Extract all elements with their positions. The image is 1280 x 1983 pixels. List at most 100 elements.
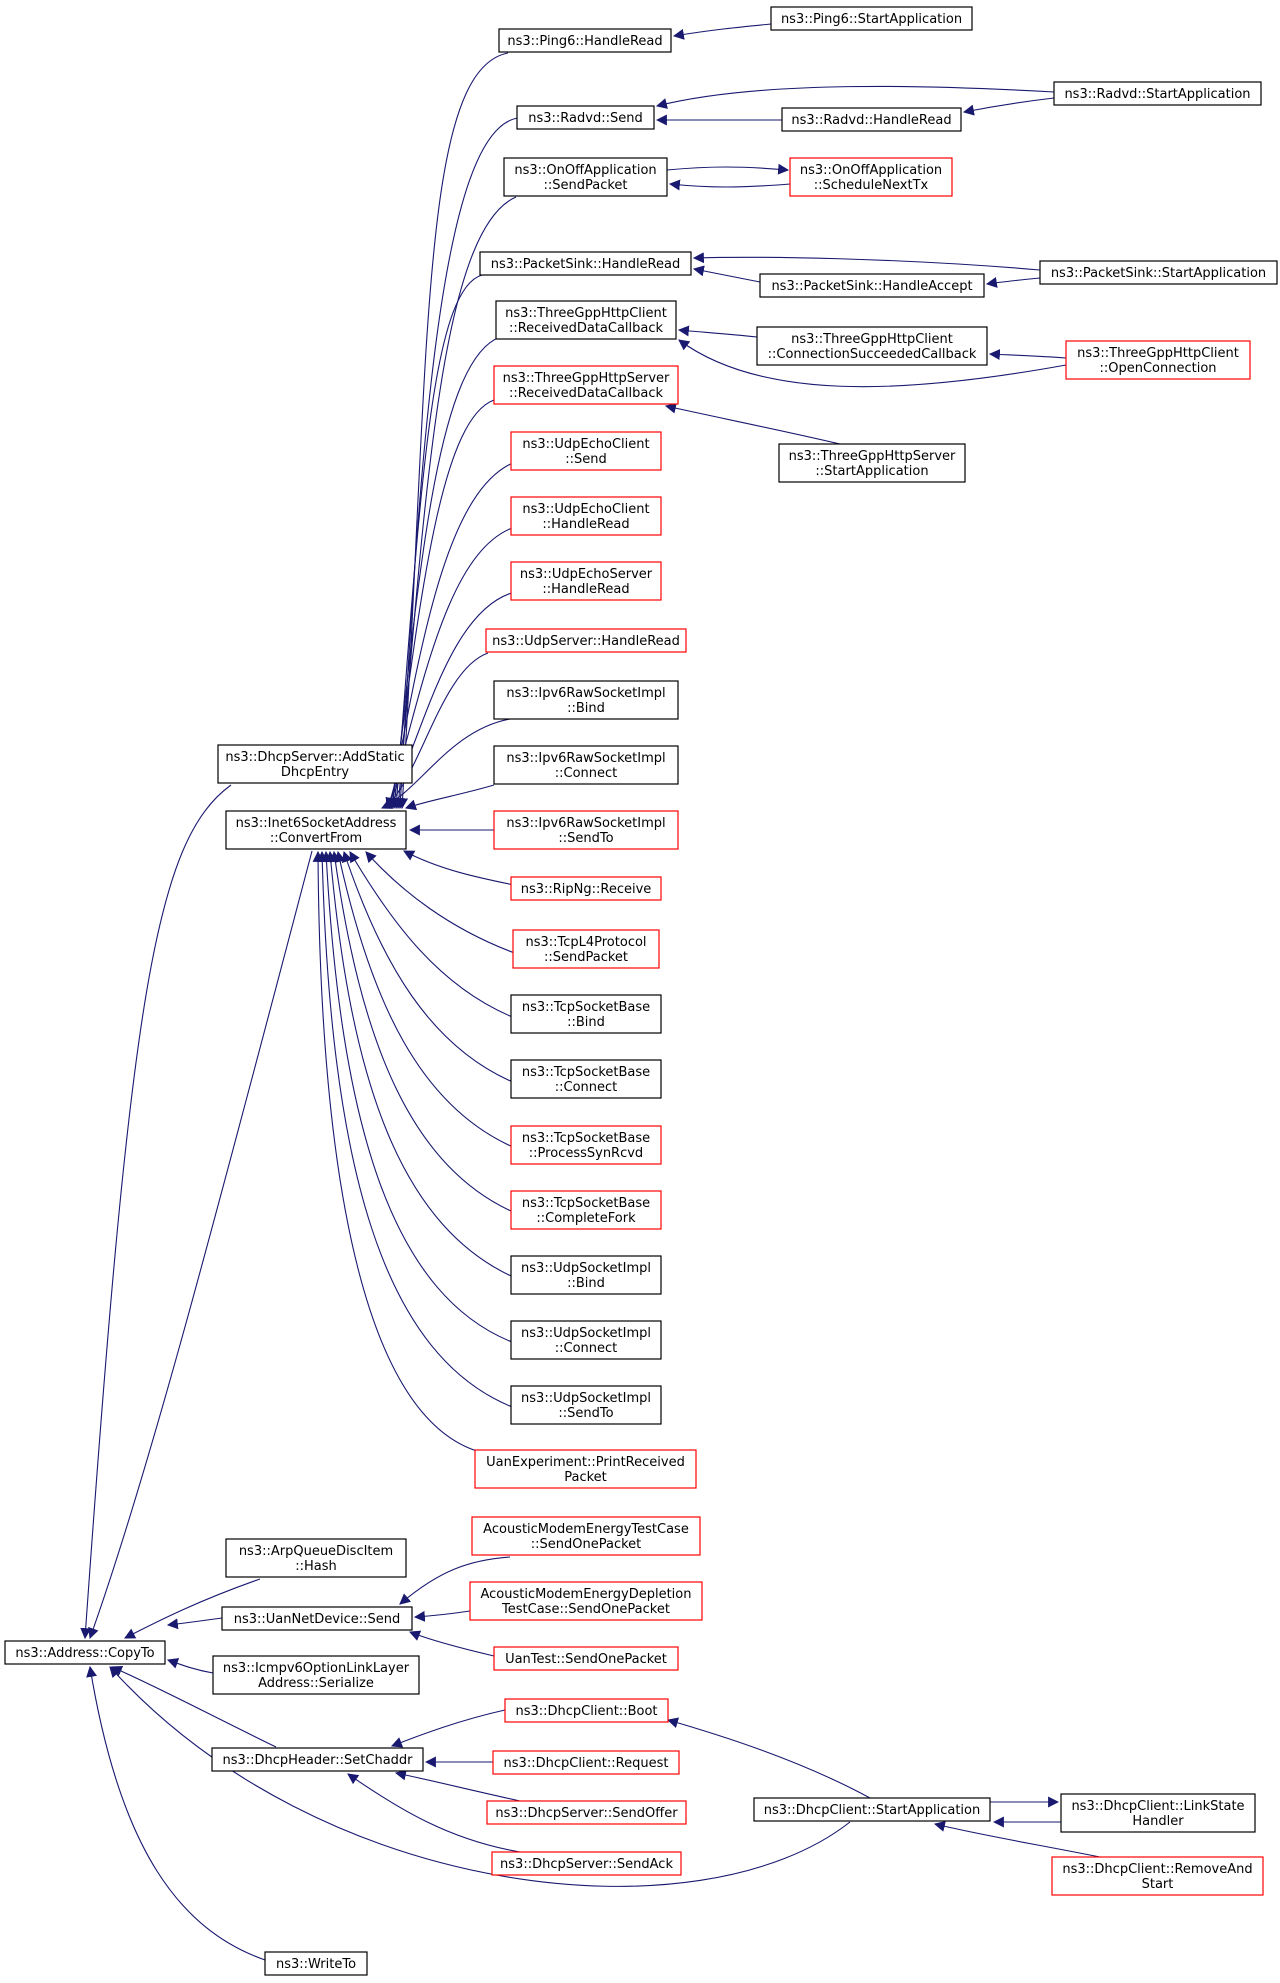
node-label: AcousticModemEnergyDepletion (480, 1587, 691, 1602)
call-edge-httpconnok-to-httpclientrecv (677, 325, 758, 338)
function-node-tcpfork[interactable]: ns3::TcpSocketBase::CompleteFork (510, 1190, 662, 1230)
node-label: ns3::TcpSocketBase (522, 1065, 650, 1080)
node-label: ns3::UdpEchoClient (522, 437, 649, 452)
call-edge-arphash-to-copyto (124, 1578, 261, 1639)
node-label: ::SendPacket (544, 950, 628, 965)
call-edge-tcpl4-to-convertfrom (365, 851, 521, 956)
function-node-setchaddr[interactable]: ns3::DhcpHeader::SetChaddr (211, 1747, 424, 1772)
function-node-httpopen[interactable]: ns3::ThreeGppHttpClient::OpenConnection (1065, 340, 1251, 380)
call-edge-sinkstart-to-sinkread (692, 252, 1041, 271)
function-node-echoclientread[interactable]: ns3::UdpEchoClient::HandleRead (510, 496, 662, 536)
node-label: ns3::UdpSocketImpl (521, 1261, 651, 1276)
node-label: ns3::DhcpClient::RemoveAnd (1062, 1862, 1252, 1877)
function-node-dhcpstart[interactable]: ns3::DhcpClient::StartApplication (753, 1797, 991, 1822)
function-node-ping6read[interactable]: ns3::Ping6::HandleRead (498, 28, 672, 53)
function-node-dhcprequest[interactable]: ns3::DhcpClient::Request (492, 1750, 680, 1775)
node-label: ns3::Ipv6RawSocketImpl (506, 816, 665, 831)
call-edge-radvdstart-to-radvdsend (655, 85, 1055, 109)
function-node-acousticsend[interactable]: AcousticModemEnergyTestCase::SendOnePack… (471, 1516, 701, 1556)
call-edge-ping6start-to-ping6read (672, 23, 772, 40)
function-node-icmpser[interactable]: ns3::Icmpv6OptionLinkLayerAddress::Seria… (212, 1655, 420, 1695)
node-label: ::StartApplication (815, 464, 928, 479)
function-node-tcpbind[interactable]: ns3::TcpSocketBase::Bind (510, 994, 662, 1034)
node-box (493, 365, 679, 405)
function-node-udpbind[interactable]: ns3::UdpSocketImpl::Bind (510, 1255, 662, 1295)
function-node-radvdsend[interactable]: ns3::Radvd::Send (516, 105, 655, 130)
function-node-httpserverstart[interactable]: ns3::ThreeGppHttpServer::StartApplicatio… (778, 443, 966, 483)
function-node-uansend[interactable]: ns3::UanNetDevice::Send (221, 1606, 413, 1631)
function-node-acousticdepl[interactable]: AcousticModemEnergyDepletionTestCase::Se… (469, 1581, 703, 1621)
node-label: ns3::Ipv6RawSocketImpl (506, 686, 665, 701)
node-label: ::CompleteFork (536, 1211, 636, 1226)
function-node-rawbind[interactable]: ns3::Ipv6RawSocketImpl::Bind (493, 680, 679, 720)
function-node-tcpl4[interactable]: ns3::TcpL4Protocol::SendPacket (512, 929, 660, 969)
node-label: ns3::Inet6SocketAddress (236, 816, 397, 831)
node-box (756, 326, 988, 366)
function-node-tcpconnect[interactable]: ns3::TcpSocketBase::Connect (510, 1059, 662, 1099)
node-label: ns3::Ping6::StartApplication (781, 12, 962, 27)
node-label: ns3::UdpEchoServer (520, 567, 653, 582)
node-box (510, 1059, 662, 1099)
function-node-echoclientsend[interactable]: ns3::UdpEchoClient::Send (510, 431, 662, 471)
function-node-onoffsched[interactable]: ns3::OnOffApplication::ScheduleNextTx (789, 157, 953, 197)
node-box (264, 1951, 368, 1976)
function-node-radvdstart[interactable]: ns3::Radvd::StartApplication (1053, 81, 1262, 106)
function-node-onoffsend[interactable]: ns3::OnOffApplication::SendPacket (503, 157, 668, 197)
node-box (516, 105, 655, 130)
function-node-arphash[interactable]: ns3::ArpQueueDiscItem::Hash (225, 1538, 407, 1578)
function-node-sinkread[interactable]: ns3::PacketSink::HandleRead (479, 251, 692, 276)
call-edge-rawconnect-to-convertfrom (404, 784, 495, 811)
function-node-radvdread[interactable]: ns3::Radvd::HandleRead (781, 107, 962, 132)
function-node-dhcpboot[interactable]: ns3::DhcpClient::Boot (504, 1698, 669, 1723)
node-label: ns3::UanNetDevice::Send (234, 1612, 401, 1627)
node-box (510, 1125, 662, 1165)
function-node-httpclientrecv[interactable]: ns3::ThreeGppHttpClient::ReceivedDataCal… (495, 300, 677, 340)
function-node-sinkaccept[interactable]: ns3::PacketSink::HandleAccept (759, 273, 985, 298)
function-node-tcpsynrcvd[interactable]: ns3::TcpSocketBase::ProcessSynRcvd (510, 1125, 662, 1165)
function-node-dhcpack[interactable]: ns3::DhcpServer::SendAck (491, 1851, 682, 1876)
node-label: ns3::UdpSocketImpl (521, 1391, 651, 1406)
node-label: ns3::ThreeGppHttpServer (789, 449, 956, 464)
function-node-echoserverread[interactable]: ns3::UdpEchoServer::HandleRead (510, 561, 662, 601)
function-node-httpserverrecv[interactable]: ns3::ThreeGppHttpServer::ReceivedDataCal… (493, 365, 679, 405)
node-label: Start (1142, 1877, 1174, 1892)
node-label: ::Send (565, 452, 607, 467)
function-node-udpsendto[interactable]: ns3::UdpSocketImpl::SendTo (510, 1385, 662, 1425)
node-label: ns3::TcpL4Protocol (525, 935, 646, 950)
function-node-ripng[interactable]: ns3::RipNg::Receive (510, 876, 662, 901)
call-edge-onoffsched-to-onoffsend (668, 179, 791, 191)
call-edge-httpserverstart-to-httpserverrecv (664, 402, 841, 445)
function-node-writeto[interactable]: ns3::WriteTo (264, 1951, 368, 1976)
call-edge-httpserverrecv-to-convertfrom (387, 399, 495, 810)
function-node-uantest[interactable]: UanTest::SendOnePacket (493, 1646, 679, 1671)
node-label: ns3::ThreeGppHttpClient (791, 332, 953, 347)
function-node-dhcpoffer[interactable]: ns3::DhcpServer::SendOffer (486, 1800, 687, 1825)
function-node-convertfrom[interactable]: ns3::Inet6SocketAddress::ConvertFrom (225, 810, 407, 850)
node-box (212, 1655, 420, 1695)
function-node-udpserverread[interactable]: ns3::UdpServer::HandleRead (485, 628, 687, 653)
node-box (4, 1640, 166, 1665)
call-edge-httpopen-to-httpclientrecv (678, 339, 1067, 388)
node-box (491, 1851, 682, 1876)
node-label: ns3::DhcpHeader::SetChaddr (222, 1753, 413, 1768)
function-node-udpconnect[interactable]: ns3::UdpSocketImpl::Connect (510, 1320, 662, 1360)
function-node-rawconnect[interactable]: ns3::Ipv6RawSocketImpl::Connect (493, 745, 679, 785)
call-edge-dhcpboot-to-setchaddr (390, 1709, 506, 1748)
function-node-httpconnok[interactable]: ns3::ThreeGppHttpClient::ConnectionSucce… (756, 326, 988, 366)
node-box (770, 6, 973, 31)
node-label: ns3::ThreeGppHttpClient (1077, 346, 1239, 361)
node-label: ::ScheduleNextTx (814, 178, 929, 193)
function-node-sinkstart[interactable]: ns3::PacketSink::StartApplication (1039, 260, 1278, 285)
node-label: ::HandleRead (542, 517, 629, 532)
node-box (510, 496, 662, 536)
function-node-copyto[interactable]: ns3::Address::CopyTo (4, 1640, 166, 1665)
function-node-ping6start[interactable]: ns3::Ping6::StartApplication (770, 6, 973, 31)
node-label: ::Connect (555, 1080, 618, 1095)
node-box (493, 1646, 679, 1671)
function-node-rawsendto[interactable]: ns3::Ipv6RawSocketImpl::SendTo (493, 810, 679, 850)
node-box (1060, 1793, 1256, 1833)
